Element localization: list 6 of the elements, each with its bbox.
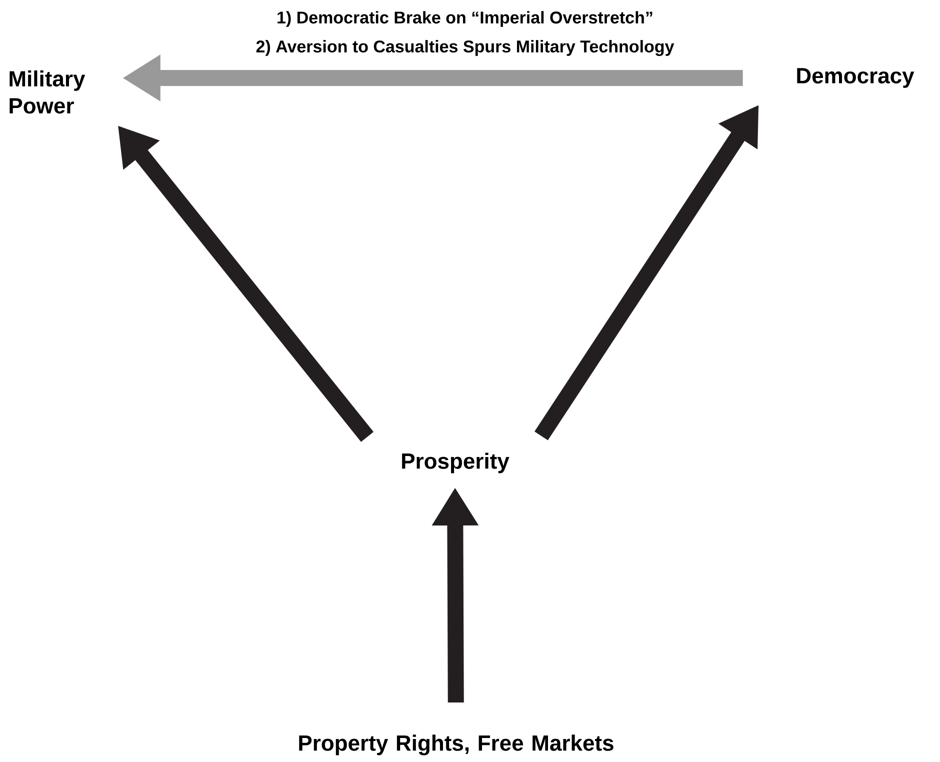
annotation-text: 2) Aversion to Casualties Spurs Military Technology: [256, 40, 674, 56]
node-label: Prosperity: [402, 452, 510, 474]
edge-label: 1) Democratic Brake on “Imperial Overstretch”: [278, 11, 652, 27]
node-label: Property Rights, Free Markets: [299, 734, 614, 756]
node-label: Military Power: [10, 70, 86, 114]
node-label: Democracy: [797, 68, 914, 88]
